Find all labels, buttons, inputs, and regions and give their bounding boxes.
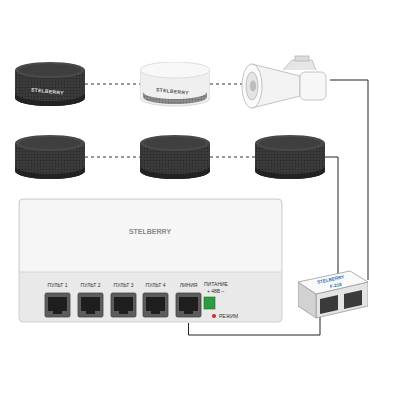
splitter-module: STELBERRYF-218 — [298, 268, 368, 320]
mode-label: РЕЖИМ — [219, 314, 238, 319]
ceiling-speaker — [140, 135, 210, 179]
port-label: ПУЛЬТ 3 — [114, 283, 134, 288]
horn-speaker — [242, 56, 326, 108]
rj45-port — [344, 290, 362, 309]
brand-text: STELBERRY — [129, 228, 171, 235]
rj45-port — [78, 293, 103, 317]
ceiling-speaker — [15, 135, 85, 179]
rj45-port — [176, 293, 201, 317]
ceiling-speaker — [140, 62, 210, 106]
controller-box: STELBERRY ПУЛЬТ 1 ПУЛЬТ 2 ПУЛЬТ 3 ПУЛЬТ 4 ЛИН… — [18, 198, 283, 323]
rj45-port — [143, 293, 168, 317]
mode-led — [212, 314, 216, 318]
power-terminal — [204, 297, 215, 309]
port-label: ПУЛЬТ 4 — [146, 283, 166, 288]
port-label: ПУЛЬТ 2 — [81, 283, 101, 288]
node-outline — [298, 268, 368, 320]
rj45-port — [45, 293, 70, 317]
power-label: ПИТАНИЕ — [204, 282, 228, 287]
ceiling-speaker — [255, 135, 325, 179]
rj45-port — [320, 295, 338, 314]
speaker-wire — [325, 80, 368, 280]
port-label: ЛИНИЯ — [180, 283, 198, 288]
node-outline — [18, 198, 283, 323]
ceiling-speaker — [15, 62, 85, 106]
rj45-port — [111, 293, 136, 317]
port-label: ПУЛЬТ 1 — [48, 283, 68, 288]
voltage-label: + 48В – — [207, 289, 224, 294]
